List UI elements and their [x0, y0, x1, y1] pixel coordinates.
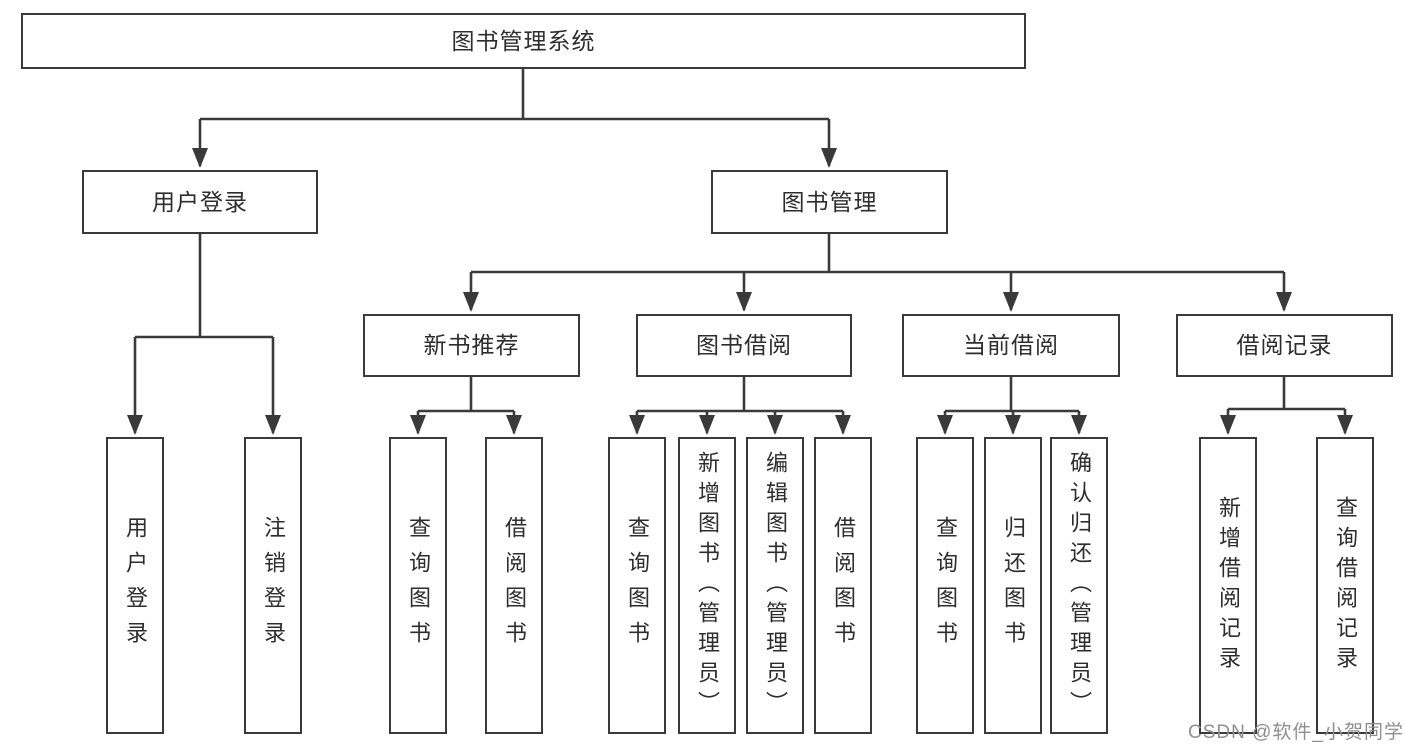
leaf-label: 查询图书 — [933, 515, 958, 656]
leaf-logout: 注销登录 — [244, 437, 302, 734]
leaf-label: 查询图书 — [406, 515, 431, 656]
leaf-label: 确认归还（管理员） — [1067, 450, 1092, 721]
leaf-label: 注销登录 — [261, 515, 286, 656]
node-user-login: 用户登录 — [82, 170, 318, 234]
node-current-borrowing: 当前借阅 — [902, 314, 1120, 377]
node-label: 新书推荐 — [423, 332, 520, 358]
leaf-label: 编辑图书（管理员） — [763, 450, 788, 721]
leaf-return-books: 归还图书 — [984, 437, 1042, 734]
node-label: 当前借阅 — [963, 332, 1059, 358]
leaf-label: 新增图书（管理员） — [695, 450, 720, 721]
node-book-borrowing: 图书借阅 — [636, 314, 852, 377]
leaf-label: 查询图书 — [625, 515, 650, 656]
csdn-watermark: CSDN @软件_小贺同学 — [1188, 722, 1404, 743]
leaf-label: 用户登录 — [123, 515, 148, 656]
node-library-management-system: 图书管理系统 — [21, 13, 1026, 69]
node-borrowing-records: 借阅记录 — [1176, 314, 1393, 377]
leaf-label: 查询借阅记录 — [1333, 495, 1358, 676]
leaf-add-books-admin: 新增图书（管理员） — [678, 437, 736, 734]
leaf-query-books-recommend: 查询图书 — [389, 437, 447, 734]
leaf-add-borrow-record: 新增借阅记录 — [1199, 437, 1257, 734]
node-label: 图书管理 — [781, 188, 878, 215]
leaf-confirm-return-admin: 确认归还（管理员） — [1050, 437, 1108, 734]
leaf-label: 借阅图书 — [831, 515, 856, 656]
node-label: 图书借阅 — [696, 332, 792, 358]
leaf-borrow-books-borrowing: 借阅图书 — [814, 437, 872, 734]
leaf-user-login: 用户登录 — [106, 437, 164, 734]
node-new-book-recommendation: 新书推荐 — [363, 314, 580, 377]
leaf-label: 借阅图书 — [502, 515, 527, 656]
leaf-borrow-books-recommend: 借阅图书 — [485, 437, 543, 734]
node-label: 图书管理系统 — [451, 27, 596, 54]
leaf-query-books-current: 查询图书 — [916, 437, 974, 734]
node-label: 借阅记录 — [1236, 332, 1333, 358]
leaf-query-borrow-record: 查询借阅记录 — [1316, 437, 1374, 734]
leaf-label: 归还图书 — [1001, 515, 1026, 656]
node-book-management: 图书管理 — [711, 170, 948, 234]
node-label: 用户登录 — [152, 188, 248, 215]
leaf-label: 新增借阅记录 — [1216, 495, 1241, 676]
leaf-edit-books-admin: 编辑图书（管理员） — [746, 437, 804, 734]
leaf-query-books-borrowing: 查询图书 — [608, 437, 666, 734]
